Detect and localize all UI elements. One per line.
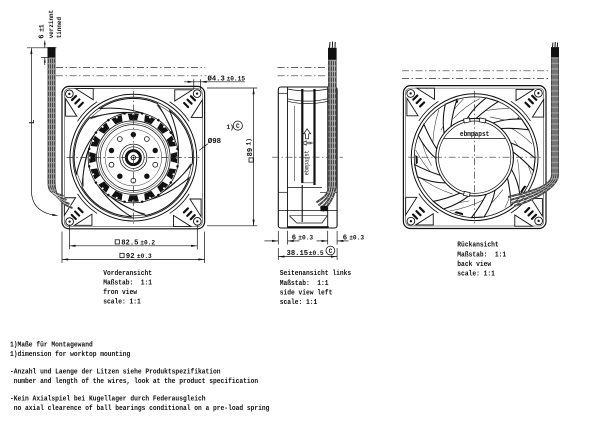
svg-text:-Anzahl und Laenge der Litzen: -Anzahl und Laenge der Litzen siehe Prod… (10, 369, 221, 377)
svg-text:L: L (29, 120, 37, 124)
svg-text:6: 6 (292, 234, 296, 242)
svg-text:scale: 1:1: scale: 1:1 (103, 299, 141, 307)
svg-text:±0.5: ±0.5 (309, 250, 324, 257)
svg-text:no axial clearence of ball bea: no axial clearence of ball bearings cond… (10, 405, 269, 413)
svg-text:Rückansicht: Rückansicht (457, 242, 498, 250)
svg-text:number and length of the wires: number and length of the wires, look at … (10, 378, 258, 386)
svg-text:fron view: fron view (103, 289, 137, 297)
svg-text:±0.3: ±0.3 (137, 253, 152, 260)
svg-text:scale: 1:1: scale: 1:1 (457, 271, 495, 279)
svg-text:scale: 1:1: scale: 1:1 (280, 299, 318, 307)
svg-text:back view: back view (457, 261, 491, 269)
svg-text:C: C (329, 248, 333, 255)
svg-text:Maßstab: 1:1: Maßstab: 1:1 (103, 280, 152, 288)
svg-text:6: 6 (39, 34, 47, 38)
svg-text:Ø4.3: Ø4.3 (208, 74, 225, 83)
svg-text:6: 6 (343, 234, 347, 242)
svg-text:Maßstab: 1:1: Maßstab: 1:1 (457, 251, 506, 259)
svg-text:±0.15: ±0.15 (227, 75, 246, 82)
svg-text:38.15: 38.15 (287, 250, 309, 258)
svg-text:side view left: side view left (280, 289, 333, 297)
svg-text:Ø98: Ø98 (208, 137, 222, 146)
svg-text:Maßstab: 1:1: Maßstab: 1:1 (280, 280, 329, 288)
svg-text:1)Maße für Montagewand: 1)Maße für Montagewand (10, 342, 93, 350)
svg-text:1): 1) (245, 138, 252, 145)
svg-text:±0.3: ±0.3 (349, 234, 364, 241)
svg-text:89: 89 (247, 148, 255, 157)
svg-text:ebmpapst: ebmpapst (304, 150, 311, 175)
svg-text:92: 92 (126, 253, 135, 261)
svg-text:Vorderansicht: Vorderansicht (103, 270, 152, 278)
svg-text:±0.3: ±0.3 (298, 234, 313, 241)
svg-text:±0.2: ±0.2 (140, 239, 155, 246)
svg-text:C: C (236, 123, 240, 130)
svg-text:82.5: 82.5 (121, 239, 138, 247)
svg-text:tinned: tinned (56, 17, 64, 38)
svg-text:1): 1) (227, 124, 234, 131)
svg-text:verzinnt: verzinnt (48, 10, 56, 38)
svg-text:Seitenansicht links: Seitenansicht links (280, 270, 351, 278)
svg-text:-Kein Axialspiel bei Kugellage: -Kein Axialspiel bei Kugellager durch Fe… (10, 396, 206, 404)
svg-text:1)dimension for worktop mounti: 1)dimension for worktop mounting (10, 351, 130, 359)
svg-text:±1: ±1 (39, 24, 46, 32)
